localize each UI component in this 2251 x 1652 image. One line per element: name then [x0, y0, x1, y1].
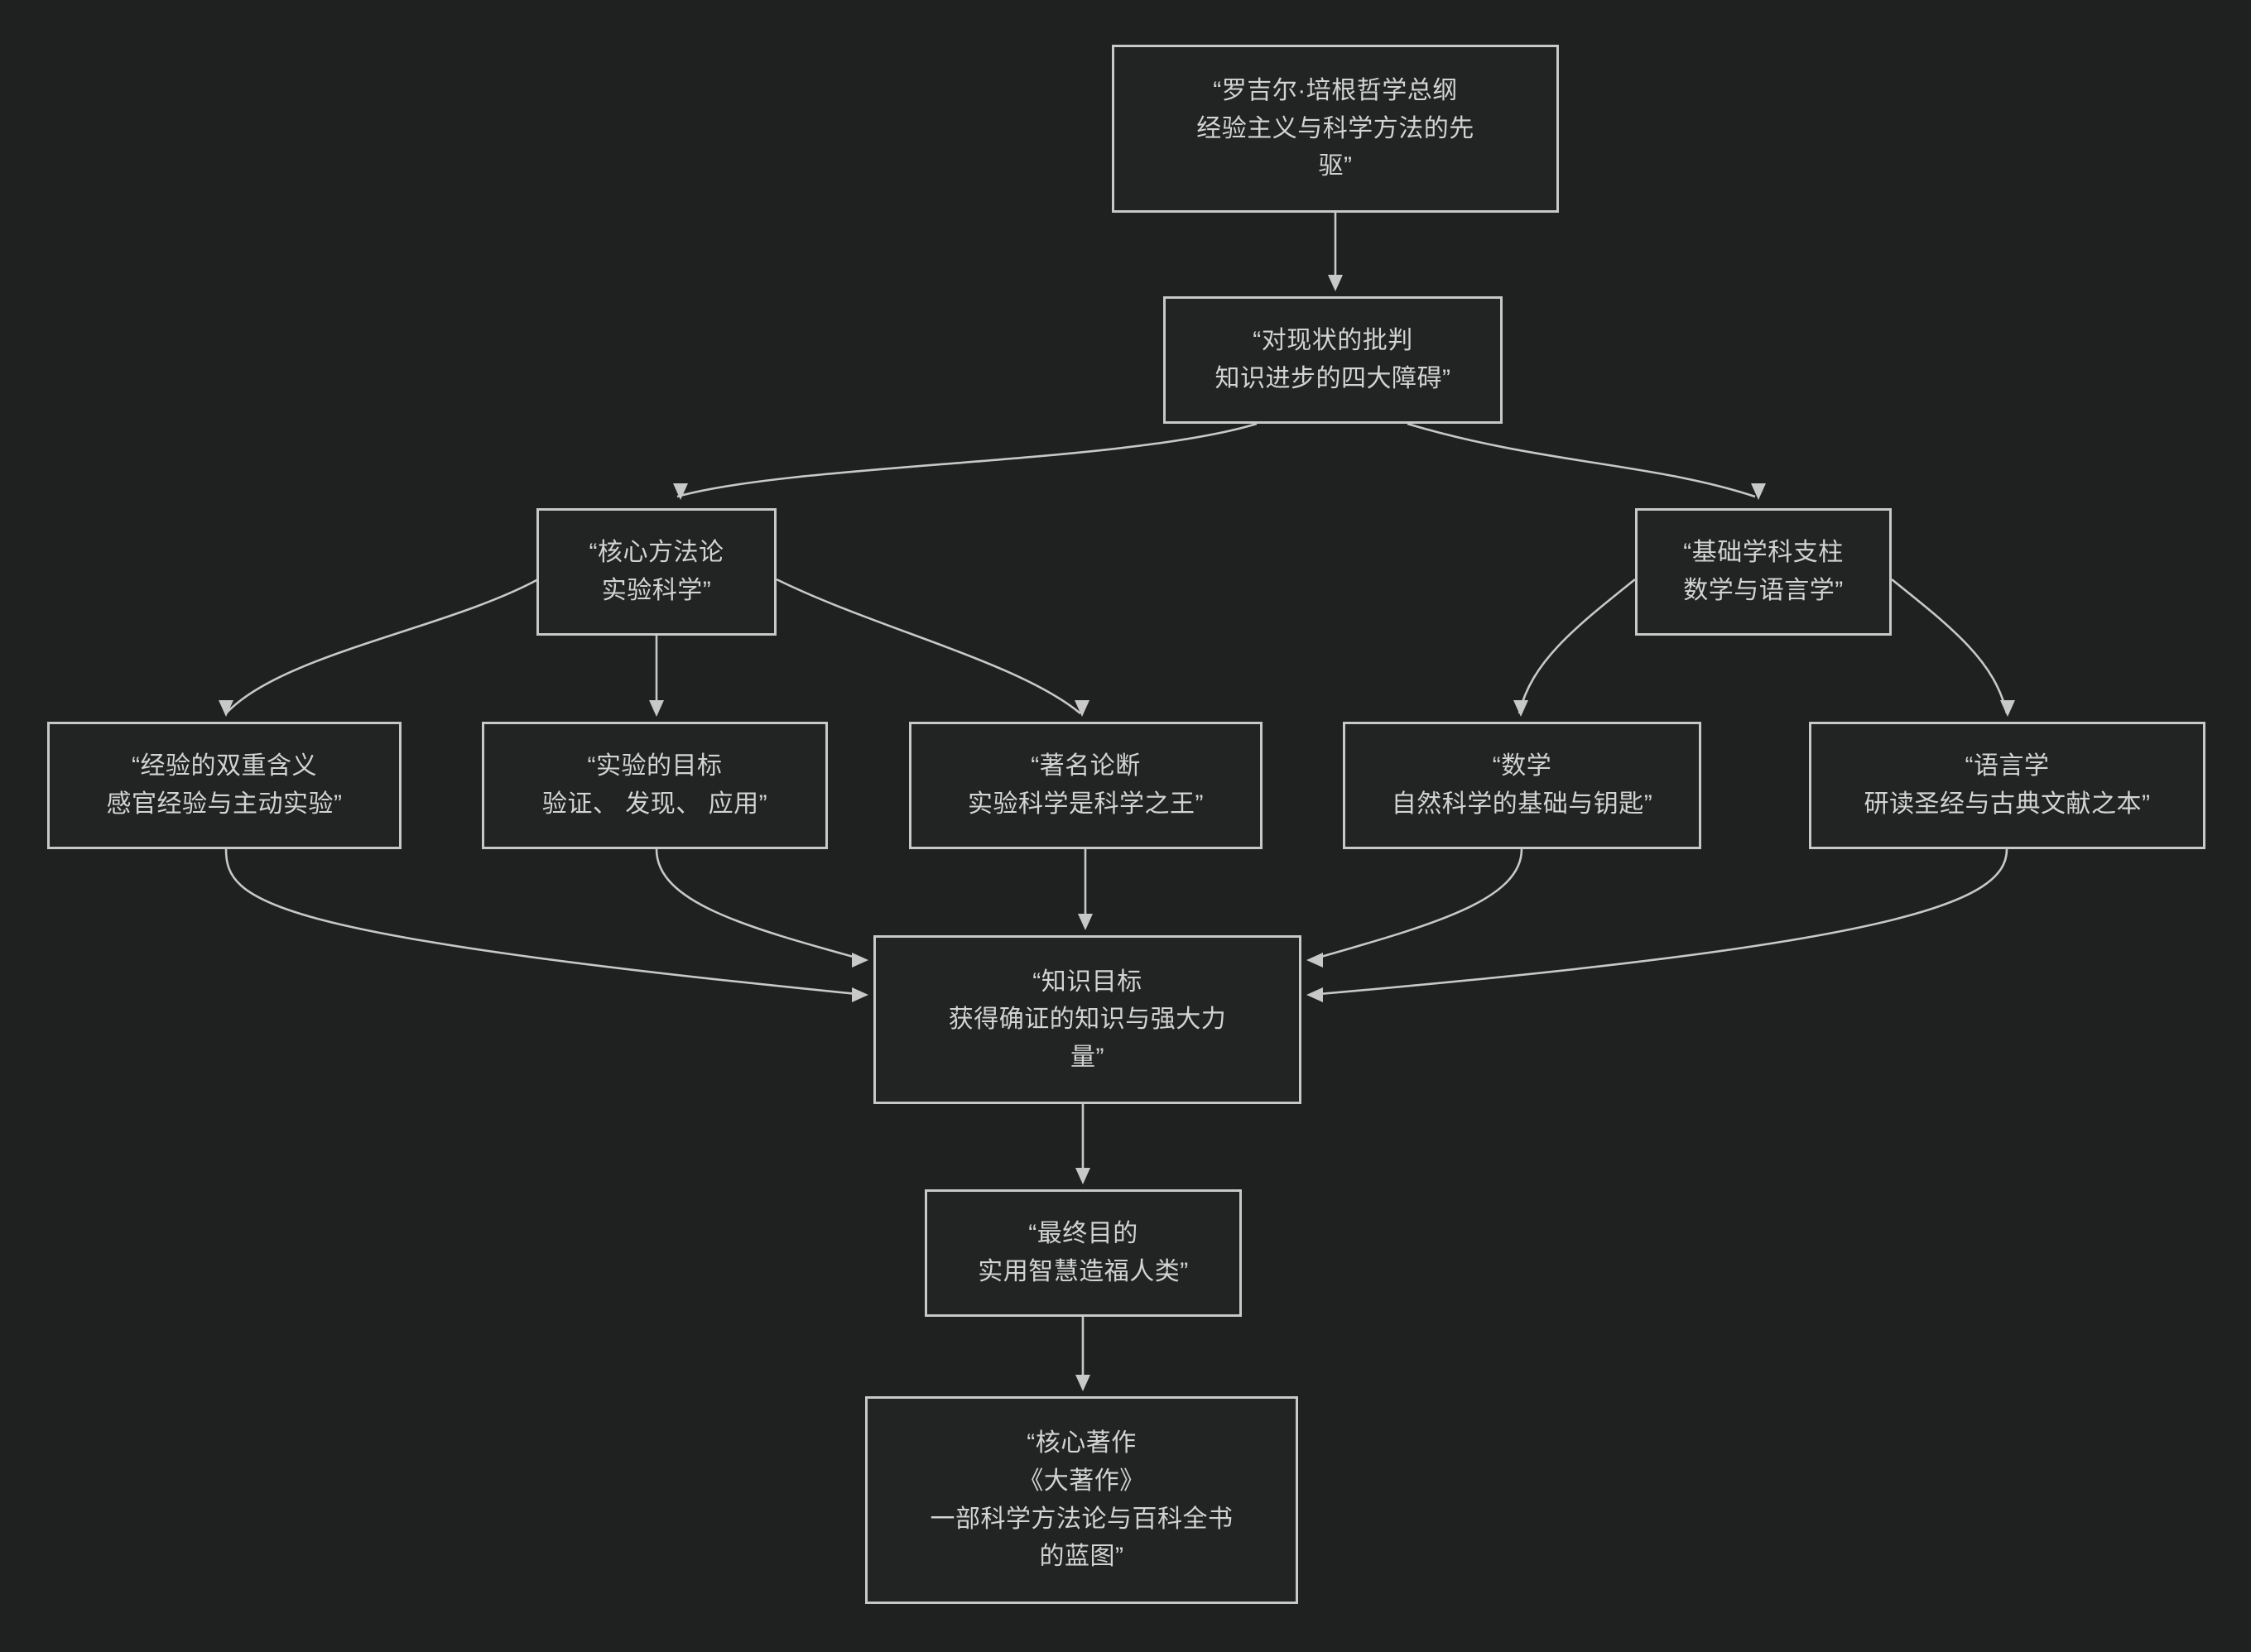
arrow-head-icon — [1306, 953, 1323, 968]
arrow-head-icon — [1075, 1168, 1090, 1184]
arrow-head-icon — [1075, 1375, 1090, 1391]
flow-node-label: “经验的双重含义 感官经验与主动实验” — [106, 752, 343, 818]
arrow-head-icon — [673, 483, 688, 500]
flow-edge-n4-to-l4 — [1518, 578, 1636, 714]
flow-edge-l4-to-conv — [1309, 848, 1523, 962]
flow-node-label: “实验的目标 验证、 发现、 应用” — [541, 752, 768, 818]
arrow-head-icon — [852, 953, 868, 968]
flow-node-n2[interactable]: “对现状的批判 知识进步的四大障碍” — [1163, 296, 1503, 424]
flow-node-label: “罗吉尔·培根哲学总纲 经验主义与科学方法的先 驱” — [1196, 77, 1474, 180]
flow-node-conv[interactable]: “知识目标 获得确证的知识与强大力 量” — [873, 935, 1301, 1104]
flow-node-l5[interactable]: “语言学 研读圣经与古典文献之本” — [1809, 722, 2205, 849]
arrow-head-icon — [1306, 987, 1323, 1002]
arrow-head-icon — [1328, 275, 1343, 291]
flow-edge-l2-to-conv — [655, 848, 866, 962]
flow-node-n3[interactable]: “核心方法论 实验科学” — [536, 508, 777, 636]
arrow-head-icon — [1078, 914, 1093, 930]
flow-node-label: “对现状的批判 知识进步的四大障碍” — [1214, 327, 1451, 392]
arrow-head-icon — [2000, 700, 2015, 717]
flow-node-label: “语言学 研读圣经与古典文献之本” — [1864, 752, 2151, 818]
flow-node-final[interactable]: “最终目的 实用智慧造福人类” — [925, 1189, 1242, 1317]
arrow-head-icon — [219, 700, 233, 717]
flow-node-l3[interactable]: “著名论断 实验科学是科学之王” — [909, 722, 1263, 849]
arrow-head-icon — [1513, 700, 1528, 717]
arrow-head-icon — [649, 700, 664, 717]
flow-edge-l5-to-conv — [1309, 848, 2008, 996]
flow-edge-n2-to-n4 — [1407, 422, 1756, 498]
arrow-head-icon — [1751, 483, 1766, 500]
flow-node-l1[interactable]: “经验的双重含义 感官经验与主动实验” — [47, 722, 402, 849]
flow-node-book[interactable]: “核心著作 《大著作》 一部科学方法论与百科全书 的蓝图” — [865, 1396, 1298, 1604]
flow-edge-n4-to-l5 — [1891, 578, 2008, 714]
arrow-head-icon — [1075, 700, 1089, 717]
flow-node-label: “核心方法论 实验科学” — [589, 539, 724, 604]
flow-node-l2[interactable]: “实验的目标 验证、 发现、 应用” — [482, 722, 828, 849]
flow-edge-n2-to-n3 — [676, 422, 1258, 498]
arrow-head-icon — [852, 987, 868, 1002]
flow-node-label: “最终目的 实用智慧造福人类” — [978, 1220, 1189, 1285]
flow-node-label: “基础学科支柱 数学与语言学” — [1683, 539, 1844, 604]
flow-node-l4[interactable]: “数学 自然科学的基础与钥匙” — [1343, 722, 1701, 849]
flow-node-n4[interactable]: “基础学科支柱 数学与语言学” — [1635, 508, 1892, 636]
flow-node-n1[interactable]: “罗吉尔·培根哲学总纲 经验主义与科学方法的先 驱” — [1112, 45, 1559, 213]
flow-edge-n3-to-l1 — [225, 578, 539, 714]
flow-node-label: “核心著作 《大著作》 一部科学方法论与百科全书 的蓝图” — [930, 1429, 1234, 1571]
flow-node-label: “数学 自然科学的基础与钥匙” — [1391, 752, 1653, 818]
flow-node-label: “知识目标 获得确证的知识与强大力 量” — [948, 968, 1227, 1071]
flow-edge-n3-to-l3 — [776, 578, 1081, 715]
flow-edge-l1-to-conv — [224, 848, 866, 996]
flow-node-label: “著名论断 实验科学是科学之王” — [968, 752, 1204, 818]
